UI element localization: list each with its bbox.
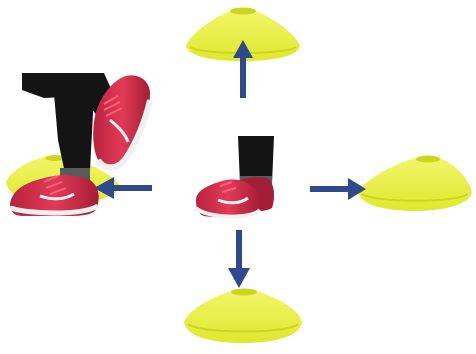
drill-scene [0,0,476,354]
